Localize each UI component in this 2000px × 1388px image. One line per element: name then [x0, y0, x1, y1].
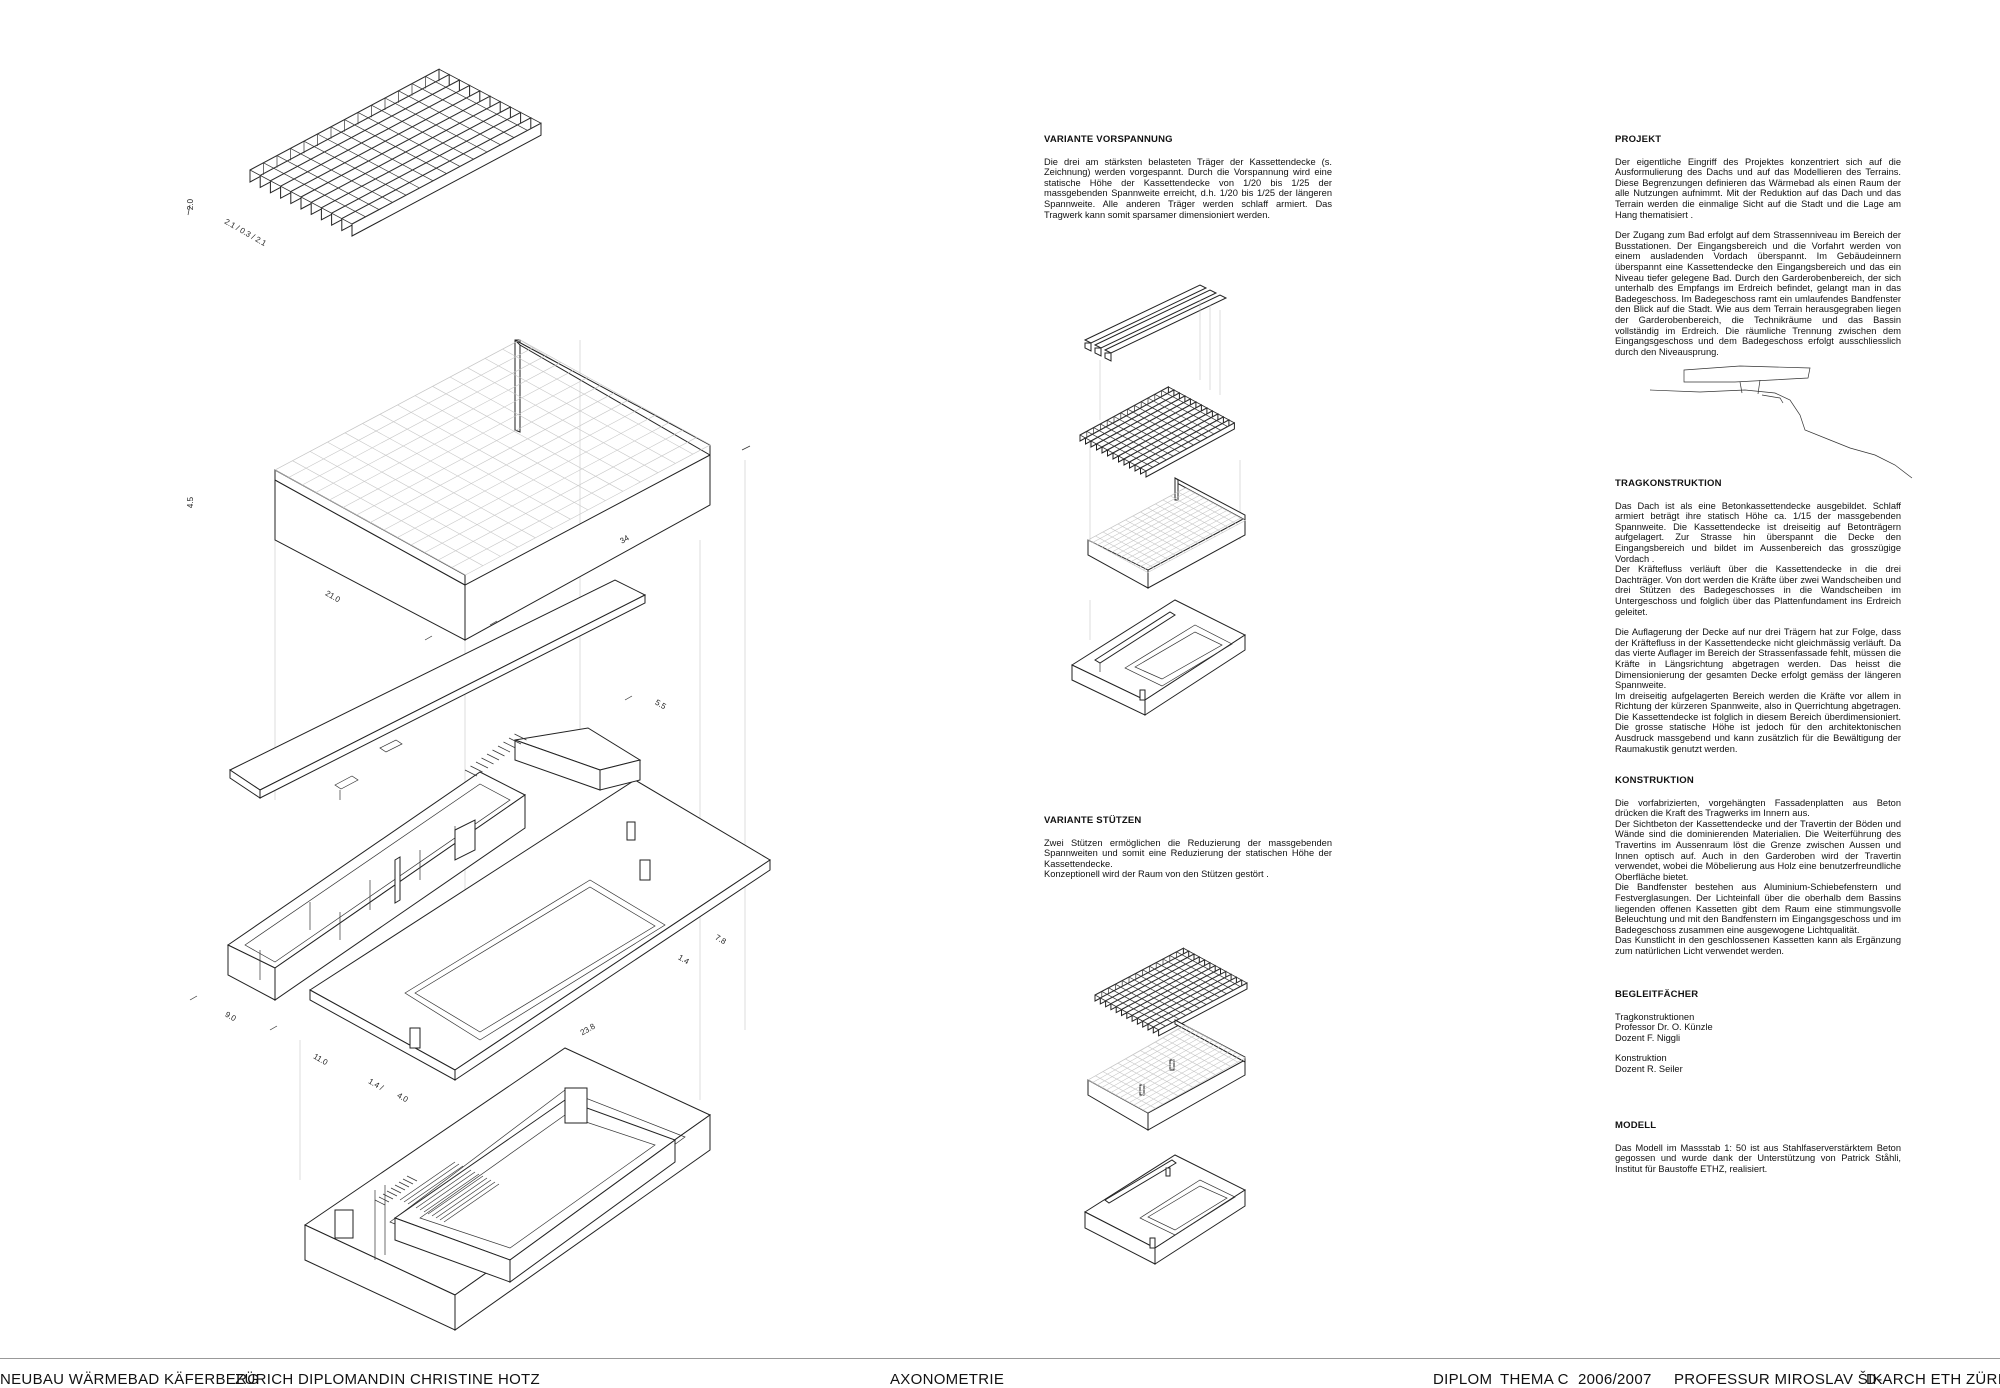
coffered-roof-grid	[249, 68, 542, 237]
section-variante-stuetzen: VARIANTE STÜTZEN Zwei Stützen ermögliche…	[1044, 815, 1332, 880]
heading-modell: MODELL	[1615, 1120, 1657, 1131]
section-tragkonstruktion: TRAGKONSTRUKTION Das Dach ist als eine B…	[1615, 478, 1901, 754]
text-projekt-2: Der Zugang zum Bad erfolgt auf dem Stras…	[1615, 230, 1901, 357]
entrance-floor	[309, 779, 771, 1081]
text-projekt-1: Der eigentliche Eingriff des Projektes k…	[1615, 156, 1901, 220]
text-begleitfaecher-2: Professor Dr. O. Künzle	[1615, 1022, 1713, 1033]
text-begleitfaecher-4: Konstruktion	[1615, 1053, 1667, 1064]
section-konstruktion: KONSTRUKTION Die vorfabrizierten, vorgeh…	[1615, 775, 1901, 957]
prestressed-beams	[1083, 284, 1228, 362]
mini-roof-shell-1	[1087, 477, 1246, 589]
text-variante-stuetzen: Zwei Stützen ermöglichen die Reduzierung…	[1044, 837, 1332, 869]
bath-level	[303, 1047, 711, 1331]
dimension-ticks	[187, 204, 751, 1031]
footer-title: AXONOMETRIE	[890, 1371, 1005, 1388]
text-begleitfaecher-1: Tragkonstruktionen	[1615, 1011, 1695, 1022]
footer-diplom: DIPLOM	[1433, 1371, 1493, 1388]
mini-roof-shell-grid-2	[1087, 1025, 1246, 1113]
text-tragkonstruktion-1: Das Dach ist als eine Betonkassettendeck…	[1615, 500, 1901, 564]
mini-roof-shell-grid-1	[1087, 487, 1246, 573]
heading-tragkonstruktion: TRAGKONSTRUKTION	[1615, 478, 1722, 489]
footer-year: 2006/2007	[1578, 1371, 1652, 1388]
bath-entry-steps	[399, 1161, 500, 1223]
text-tragkonstruktion-4: Im dreiseitig aufgelagerten Bereich werd…	[1615, 690, 1901, 754]
text-variante-vorspannung: Die drei am stärksten belasteten Träger …	[1044, 156, 1332, 220]
section-projekt: PROJEKT Der eigentliche Eingriff des Pro…	[1615, 134, 1901, 367]
section-modell: MODELL Das Modell im Massstab 1: 50 ist …	[1615, 1120, 1901, 1184]
footer-author: DIPLOMANDIN CHRISTINE HOTZ	[298, 1371, 540, 1388]
text-variante-stuetzen-2: Konzeptionell wird der Raum von den Stüt…	[1044, 869, 1269, 880]
heading-variante-stuetzen: VARIANTE STÜTZEN	[1044, 815, 1142, 826]
footer-project: NEUBAU WÄRMEBAD KÄFERBERG	[0, 1371, 260, 1388]
footer-city: ZÜRICH	[235, 1371, 294, 1388]
footer-thema: THEMA C	[1500, 1371, 1569, 1388]
heading-variante-vorspannung: VARIANTE VORSPANNUNG	[1044, 134, 1173, 145]
changing-rooms-block	[227, 727, 642, 1001]
text-tragkonstruktion-2: Der Kräftefluss verläuft über die Kasset…	[1615, 564, 1901, 617]
stairs-bath	[374, 1175, 418, 1206]
dim-shell-height: 4.5	[186, 496, 196, 509]
text-tragkonstruktion-3: Die Auflagerung der Decke auf nur drei T…	[1615, 627, 1901, 691]
roof-shell	[274, 339, 711, 641]
footer-professor: PROFESSUR MIROSLAV ŠIK	[1674, 1371, 1883, 1388]
footer-rule	[0, 1358, 2000, 1359]
text-konstruktion-1: Die vorfabrizierten, vorgehängten Fassad…	[1615, 797, 1901, 819]
section-variante-vorspannung: VARIANTE VORSPANNUNG Die drei am stärkst…	[1044, 134, 1332, 230]
text-konstruktion-4: Das Kunstlicht in den geschlossenen Kass…	[1615, 935, 1901, 956]
text-modell: Das Modell im Massstab 1: 50 ist aus Sta…	[1615, 1142, 1901, 1174]
entrance-slab	[229, 579, 647, 800]
projection-lines	[274, 340, 746, 1180]
section-begleitfaecher: BEGLEITFÄCHER Tragkonstruktionen Profess…	[1615, 989, 1901, 1075]
mini-base-2	[1083, 1154, 1247, 1265]
text-konstruktion-3: Die Bandfenster bestehen aus Aluminium-S…	[1615, 882, 1901, 935]
text-konstruktion-2: Der Sichtbeton der Kassettendecke und de…	[1615, 818, 1901, 882]
heading-begleitfaecher: BEGLEITFÄCHER	[1615, 989, 1699, 1000]
mini-roof-shell-2	[1087, 1019, 1246, 1131]
stairs-entrance	[464, 733, 527, 777]
heading-projekt: PROJEKT	[1615, 134, 1662, 145]
dim-roof-height: 2.0	[186, 198, 196, 211]
heading-konstruktion: KONSTRUKTION	[1615, 775, 1694, 786]
section-sketch	[1649, 365, 1913, 479]
text-begleitfaecher-3: Dozent F. Niggli	[1615, 1032, 1681, 1043]
roof-shell-grid	[274, 339, 711, 576]
text-begleitfaecher-5: Dozent R. Seiler	[1615, 1063, 1683, 1074]
mini-coffered-grid-2	[1094, 947, 1248, 1037]
mini-coffered-grid-1	[1079, 386, 1236, 478]
mini-base-1	[1070, 599, 1247, 716]
footer-dept: D-ARCH ETH ZÜRICH	[1866, 1371, 2000, 1388]
